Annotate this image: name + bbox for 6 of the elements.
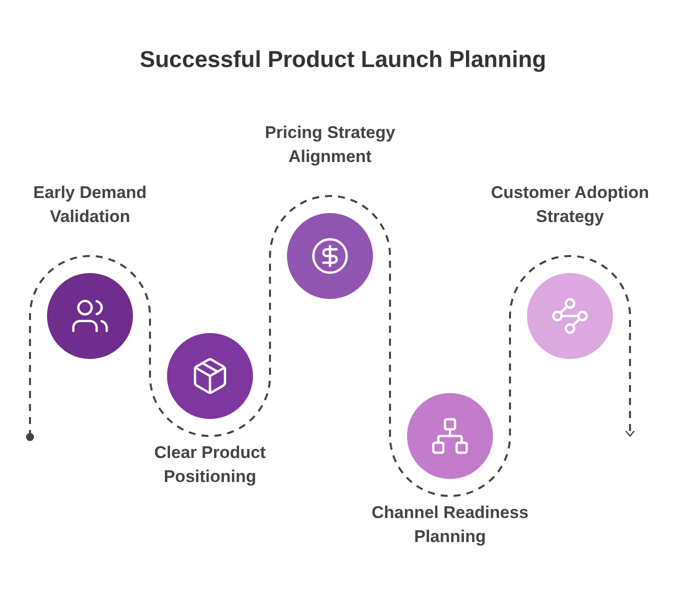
step-label: Customer Adoption Strategy xyxy=(490,182,650,228)
step-label: Pricing Strategy Alignment xyxy=(264,122,396,168)
step-label: Channel Readiness Planning xyxy=(370,502,530,548)
step-label: Clear Product Positioning xyxy=(153,442,267,488)
title: Successful Product Launch Planning xyxy=(140,46,546,73)
step-label: Early Demand Validation xyxy=(32,182,148,228)
